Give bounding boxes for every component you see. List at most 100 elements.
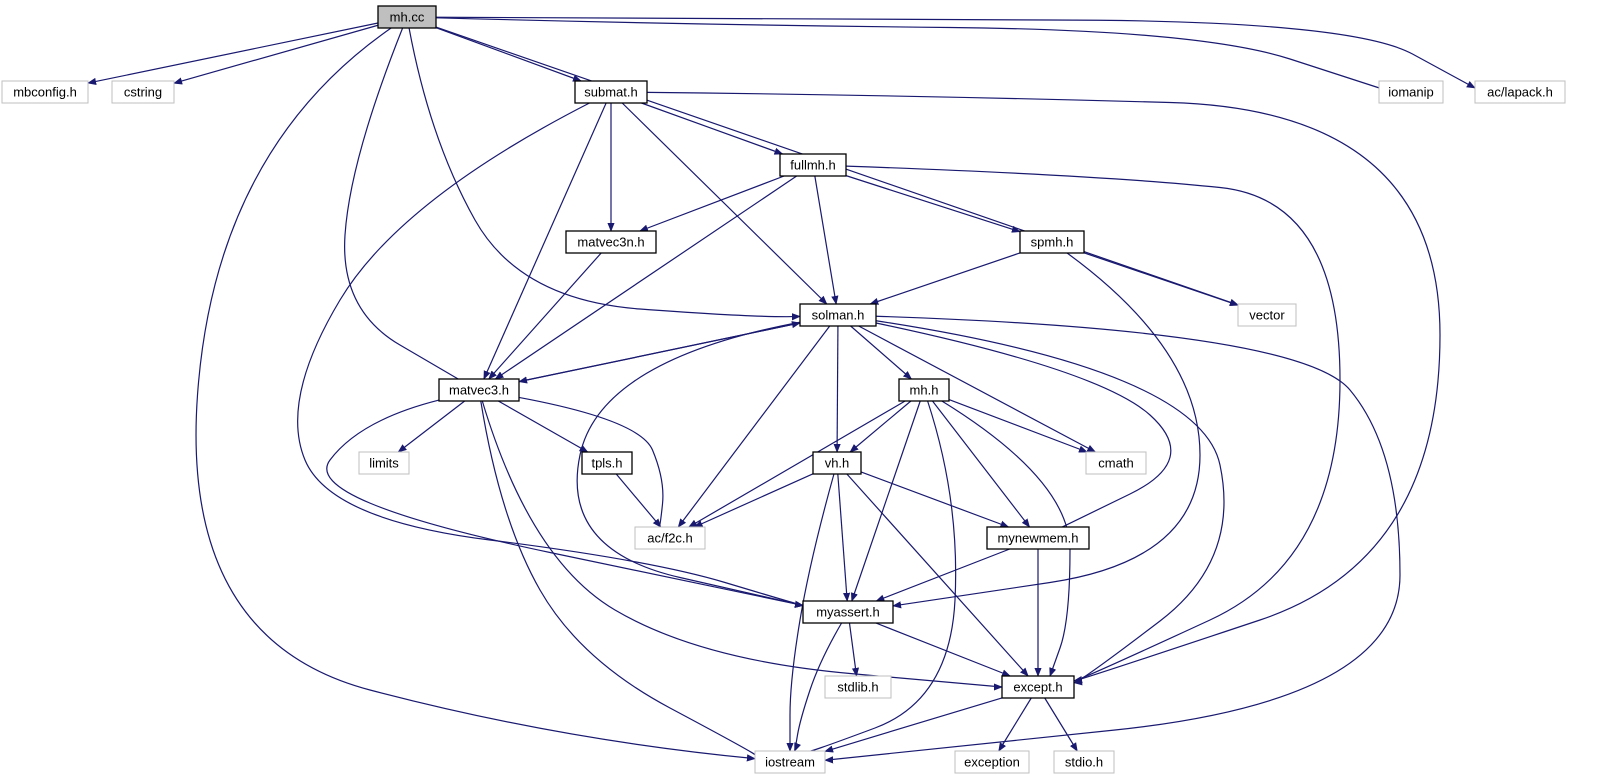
node-cstring: cstring — [111, 80, 175, 104]
edge-solman-to-mynewmem — [875, 322, 1172, 534]
node-layer: mh.cc mbconfig.h cstring iomanip ac/lapack.h… — [1, 5, 1566, 774]
edge-matvec3-to-tpls — [497, 400, 589, 453]
node-box — [1085, 451, 1147, 475]
node-box — [802, 600, 894, 624]
edge-mh_h-to-except — [941, 400, 1071, 677]
node-myassert[interactable]: myassert.h — [802, 600, 894, 624]
node-label: cstring — [124, 85, 162, 100]
edge-except-to-exception — [998, 697, 1032, 752]
node-box — [581, 451, 633, 475]
edge-mh_h-to-myassert — [850, 400, 921, 602]
node-box — [779, 153, 847, 177]
edge-submat-to-matvec3 — [483, 102, 607, 380]
edge-spmh-to-myassert — [892, 252, 1201, 609]
node-f2c: ac/f2c.h — [634, 526, 706, 550]
node-exception: exception — [954, 750, 1030, 774]
edge-solman-to-cmath — [858, 325, 1097, 453]
edge-spmh-to-solman — [869, 252, 1021, 305]
node-iomanip: iomanip — [1378, 80, 1444, 104]
node-spmh[interactable]: spmh.h — [1019, 230, 1085, 254]
edge-except-to-stdio — [1044, 697, 1078, 752]
node-box — [799, 303, 877, 327]
node-lapack: ac/lapack.h — [1474, 80, 1566, 104]
node-label: limits — [369, 456, 399, 471]
node-box — [358, 451, 410, 475]
node-solman[interactable]: solman.h — [799, 303, 877, 327]
node-mbconfig: mbconfig.h — [1, 80, 89, 104]
edge-solman-to-myassert — [576, 321, 804, 608]
node-label: vector — [1249, 308, 1285, 323]
node-box — [986, 526, 1090, 550]
edge-matvec3-to-iostream — [480, 400, 764, 761]
edge-vh-to-mynewmem — [860, 471, 1010, 528]
node-stdio: stdio.h — [1053, 750, 1115, 774]
edge-mh_h-to-vh — [849, 400, 912, 453]
node-box — [898, 378, 950, 402]
edge-mh_h-to-mynewmem — [931, 400, 1031, 528]
edge-solman-to-mh_h — [850, 325, 913, 380]
edge-vh-to-except — [846, 473, 1029, 677]
edge-tpls-to-f2c — [615, 473, 662, 528]
edge-matvec3-to-solman — [518, 321, 801, 383]
edge-layer — [87, 16, 1476, 764]
node-limits: limits — [358, 451, 410, 475]
edge-matvec3-to-myassert — [326, 399, 804, 608]
edge-mh_cc-to-iostream — [195, 27, 756, 762]
node-label: mynewmem.h — [998, 531, 1079, 546]
edge-myassert-to-iostream — [794, 622, 843, 752]
edge-mh_cc-to-matvec3 — [344, 27, 467, 386]
node-label: myassert.h — [816, 605, 880, 620]
node-matvec3n[interactable]: matvec3n.h — [565, 230, 657, 254]
node-mynewmem[interactable]: mynewmem.h — [986, 526, 1090, 550]
edge-solman-to-except — [875, 320, 1225, 686]
edge-mh_h-to-cmath — [948, 398, 1088, 453]
edge-fullmh-to-matvec3n — [639, 175, 785, 232]
node-box — [565, 230, 657, 254]
node-box — [111, 80, 175, 104]
node-box — [824, 675, 892, 699]
node-label: mh.cc — [390, 10, 425, 25]
node-label: matvec3n.h — [577, 235, 644, 250]
node-label: mh.h — [910, 383, 939, 398]
edge-myassert-to-except — [875, 622, 1011, 677]
node-stdlib: stdlib.h — [824, 675, 892, 699]
node-label: ac/lapack.h — [1487, 85, 1553, 100]
node-box — [1378, 80, 1444, 104]
node-box — [1019, 230, 1085, 254]
node-label: submat.h — [584, 85, 637, 100]
edge-submat-to-except — [646, 91, 1441, 684]
edge-solman-to-vh — [833, 325, 841, 453]
edge-vh-to-f2c — [693, 473, 814, 528]
node-vh[interactable]: vh.h — [812, 451, 862, 475]
node-label: stdlib.h — [837, 680, 878, 695]
node-fullmh[interactable]: fullmh.h — [779, 153, 847, 177]
edge-submat-to-fullmh — [641, 102, 784, 155]
node-except[interactable]: except.h — [1001, 675, 1075, 699]
node-label: exception — [964, 755, 1020, 770]
node-vector: vector — [1237, 303, 1297, 327]
node-box — [1, 80, 89, 104]
edge-matvec3n-to-matvec3 — [488, 252, 602, 380]
node-mh-h[interactable]: mh.h — [898, 378, 950, 402]
node-tpls[interactable]: tpls.h — [581, 451, 633, 475]
edge-mh_cc-to-cstring — [173, 24, 379, 85]
node-iostream: iostream — [754, 750, 826, 774]
edge-mh_cc-to-mbconfig — [87, 22, 379, 85]
node-label: iomanip — [1388, 85, 1434, 100]
node-box — [812, 451, 862, 475]
node-submat[interactable]: submat.h — [574, 80, 648, 104]
edge-vh-to-iostream — [786, 473, 835, 752]
edge-solman-to-f2c — [677, 325, 831, 528]
edge-fullmh-to-except — [845, 165, 1341, 684]
edge-mh_cc-to-submat — [435, 27, 582, 82]
node-matvec3[interactable]: matvec3.h — [438, 378, 520, 402]
node-box — [634, 526, 706, 550]
node-box — [1001, 675, 1075, 699]
node-box — [377, 5, 437, 29]
edge-fullmh-to-spmh — [845, 175, 1021, 233]
edge-matvec3-to-except — [481, 400, 1003, 691]
node-label: stdio.h — [1065, 755, 1103, 770]
node-mh-cc[interactable]: mh.cc — [377, 5, 437, 29]
node-label: matvec3.h — [449, 383, 509, 398]
node-box — [438, 378, 520, 402]
